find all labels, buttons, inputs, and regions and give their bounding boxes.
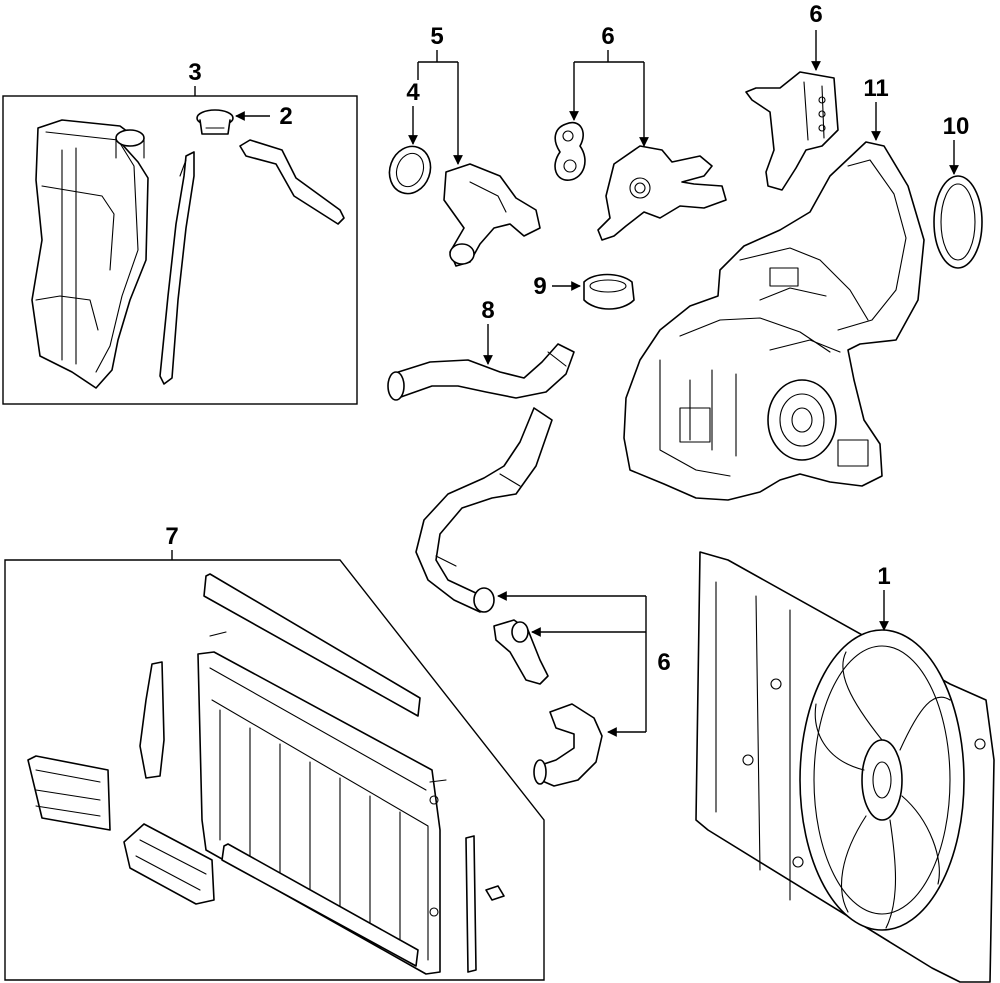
callout-1: 1	[877, 563, 890, 590]
callout-3: 3	[188, 59, 201, 86]
bypass-hose	[533, 703, 603, 787]
drain-plug	[485, 885, 505, 901]
gasket-figure-eight	[554, 121, 586, 181]
gasket-ring	[933, 175, 983, 269]
radiator-core	[197, 631, 447, 975]
reservoir-bracket	[239, 139, 345, 225]
callout-6-right: 6	[809, 1, 822, 28]
radiator-air-guide-lower	[123, 823, 215, 905]
water-outlet	[597, 145, 727, 241]
callout-9: 9	[533, 273, 546, 300]
callout-12: 11	[863, 75, 888, 102]
callout-11: 10	[943, 113, 970, 140]
callout-6-top: 6	[601, 23, 614, 50]
water-pump-housing	[623, 141, 925, 501]
callout-4: 4	[406, 79, 420, 106]
callout-10: 8	[481, 297, 494, 324]
lower-radiator-hose	[415, 407, 553, 613]
thermostat-housing	[443, 163, 541, 267]
pressure-cap	[583, 273, 635, 310]
coolant-reservoir	[31, 119, 149, 389]
callout-8: 7	[165, 523, 178, 550]
radiator-seal-bottom	[221, 843, 419, 967]
coolant-outlet-fitting	[745, 71, 839, 191]
callout-5: 5	[430, 23, 443, 50]
hose-connector	[493, 619, 549, 685]
callout-2: 2	[279, 103, 292, 130]
gasket-o-ring	[388, 145, 432, 195]
callout-7: 6	[657, 649, 670, 676]
radiator-air-guide-left	[27, 755, 111, 831]
overflow-hose	[159, 151, 195, 385]
upper-radiator-hose	[387, 343, 575, 401]
reservoir-cap	[196, 109, 234, 135]
radiator-group-box	[4, 559, 545, 981]
reservoir-group-box	[2, 95, 358, 405]
radiator-side-bracket	[139, 661, 165, 779]
cooling-fan	[799, 629, 965, 931]
radiator-seal-top	[203, 573, 421, 717]
radiator-side-seal-right	[465, 835, 477, 973]
